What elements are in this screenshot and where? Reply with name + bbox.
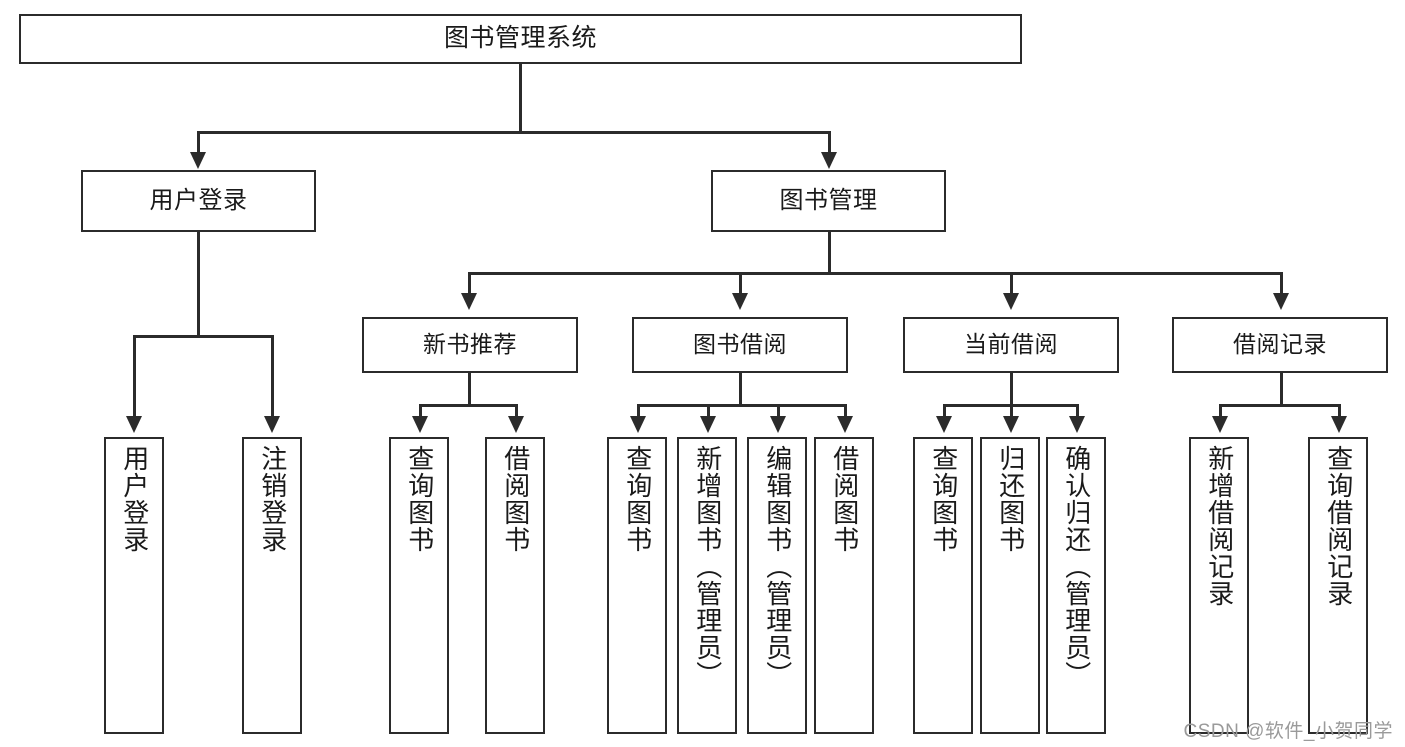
arrowhead-leaf-user-login [126, 416, 142, 433]
edge-book-borrow-to-leaf-4 [844, 404, 847, 419]
node-borrow-record[interactable]: 借阅记录 [1172, 317, 1388, 373]
arrowhead-bb-query-book [630, 416, 646, 433]
edge-book-mgmt-to-current-borrow [1010, 272, 1013, 296]
node-new-book-recommend[interactable]: 新书推荐 [362, 317, 578, 373]
edge-new-book-to-leaf-2 [515, 404, 518, 419]
arrowhead-br-query-record [1331, 416, 1347, 433]
node-root-label: 图书管理系统 [443, 24, 597, 53]
node-root-system[interactable]: 图书管理系统 [19, 14, 1022, 64]
edge-book-mgmt-to-book-borrow [739, 272, 742, 296]
arrowhead-new-book [461, 293, 477, 310]
node-user-login-label: 用户登录 [149, 186, 248, 214]
leaf-bookborrow-query-book-label: 查询图书 [622, 445, 653, 553]
edge-current-borrow-to-leaf-2 [1010, 404, 1013, 419]
edge-book-mgmt-stem [828, 232, 831, 274]
leaf-newbook-query-book[interactable]: 查询图书 [389, 437, 449, 734]
leaf-borrowrecord-query-record[interactable]: 查询借阅记录 [1308, 437, 1368, 734]
node-current-borrow-label: 当前借阅 [964, 331, 1058, 358]
leaf-newbook-borrow-book[interactable]: 借阅图书 [485, 437, 545, 734]
leaf-bookborrow-query-book[interactable]: 查询图书 [607, 437, 667, 734]
leaf-currentborrow-confirm-return[interactable]: 确认归还（管理员） [1046, 437, 1106, 734]
edge-book-mgmt-bus [468, 272, 1280, 275]
node-book-borrow[interactable]: 图书借阅 [632, 317, 848, 373]
edge-user-login-stem [197, 232, 200, 337]
arrowhead-book-borrow [732, 293, 748, 310]
arrowhead-current-borrow [1003, 293, 1019, 310]
edge-current-borrow-to-leaf-1 [943, 404, 946, 419]
node-current-borrow[interactable]: 当前借阅 [903, 317, 1119, 373]
node-user-login[interactable]: 用户登录 [81, 170, 316, 232]
leaf-borrowrecord-query-record-label: 查询借阅记录 [1323, 445, 1354, 607]
edge-user-login-to-leaf-2 [271, 335, 274, 419]
edge-book-borrow-stem [739, 373, 742, 406]
leaf-newbook-query-book-label: 查询图书 [404, 445, 435, 553]
leaf-newbook-borrow-book-label: 借阅图书 [500, 445, 531, 553]
edge-root-bus [197, 131, 831, 134]
arrowhead-book-mgmt [821, 152, 837, 169]
arrowhead-nb-borrow-book [508, 416, 524, 433]
edge-borrow-record-bus [1219, 404, 1341, 407]
arrowhead-cb-query-book [936, 416, 952, 433]
edge-current-borrow-stem [1010, 373, 1013, 406]
leaf-user-login-label: 用户登录 [119, 445, 150, 553]
leaf-bookborrow-edit-book[interactable]: 编辑图书（管理员） [747, 437, 807, 734]
edge-new-book-bus [419, 404, 518, 407]
edge-borrow-record-stem [1280, 373, 1283, 406]
edge-borrow-record-to-leaf-1 [1219, 404, 1222, 419]
leaf-bookborrow-borrow-book[interactable]: 借阅图书 [814, 437, 874, 734]
edge-book-mgmt-to-new-book [468, 272, 471, 296]
arrowhead-borrow-record [1273, 293, 1289, 310]
leaf-bookborrow-add-book[interactable]: 新增图书（管理员） [677, 437, 737, 734]
leaf-currentborrow-return-book[interactable]: 归还图书 [980, 437, 1040, 734]
node-book-borrow-label: 图书借阅 [693, 331, 787, 358]
leaf-currentborrow-confirm-return-label: 确认归还（管理员） [1061, 445, 1092, 688]
node-new-book-recommend-label: 新书推荐 [423, 331, 517, 358]
edge-root-stem [519, 63, 522, 133]
leaf-currentborrow-return-book-label: 归还图书 [995, 445, 1026, 553]
leaf-currentborrow-query-book-label: 查询图书 [928, 445, 959, 553]
leaf-bookborrow-edit-book-label: 编辑图书（管理员） [762, 445, 793, 688]
leaf-user-login[interactable]: 用户登录 [104, 437, 164, 734]
leaf-currentborrow-query-book[interactable]: 查询图书 [913, 437, 973, 734]
node-book-management[interactable]: 图书管理 [711, 170, 946, 232]
arrowhead-br-add-record [1212, 416, 1228, 433]
watermark: CSDN @软件_小贺同学 [1183, 721, 1393, 742]
edge-new-book-stem [468, 373, 471, 406]
node-book-management-label: 图书管理 [779, 186, 878, 214]
edge-current-borrow-to-leaf-3 [1076, 404, 1079, 419]
edge-book-borrow-bus [637, 404, 845, 407]
edge-book-borrow-to-leaf-3 [777, 404, 780, 419]
arrowhead-bb-edit-book [770, 416, 786, 433]
arrowhead-bb-add-book [700, 416, 716, 433]
leaf-borrowrecord-add-record[interactable]: 新增借阅记录 [1189, 437, 1249, 734]
leaf-borrowrecord-add-record-label: 新增借阅记录 [1204, 445, 1235, 607]
edge-new-book-to-leaf-1 [419, 404, 422, 419]
arrowhead-cb-return-book [1003, 416, 1019, 433]
arrowhead-leaf-logout [264, 416, 280, 433]
leaf-bookborrow-add-book-label: 新增图书（管理员） [692, 445, 723, 688]
edge-root-to-book-mgmt [828, 131, 831, 156]
edge-user-login-to-leaf-1 [133, 335, 136, 419]
arrowhead-nb-query-book [412, 416, 428, 433]
edge-borrow-record-to-leaf-2 [1338, 404, 1341, 419]
arrowhead-bb-borrow-book [837, 416, 853, 433]
leaf-logout[interactable]: 注销登录 [242, 437, 302, 734]
edge-user-login-bus [133, 335, 274, 338]
leaf-bookborrow-borrow-book-label: 借阅图书 [829, 445, 860, 553]
edge-book-borrow-to-leaf-2 [707, 404, 710, 419]
arrowhead-user-login [190, 152, 206, 169]
edge-book-borrow-to-leaf-1 [637, 404, 640, 419]
edge-book-mgmt-to-borrow-record [1280, 272, 1283, 296]
leaf-logout-label: 注销登录 [257, 445, 288, 553]
arrowhead-cb-confirm-return [1069, 416, 1085, 433]
node-borrow-record-label: 借阅记录 [1233, 331, 1327, 358]
edge-root-to-user-login [197, 131, 200, 156]
